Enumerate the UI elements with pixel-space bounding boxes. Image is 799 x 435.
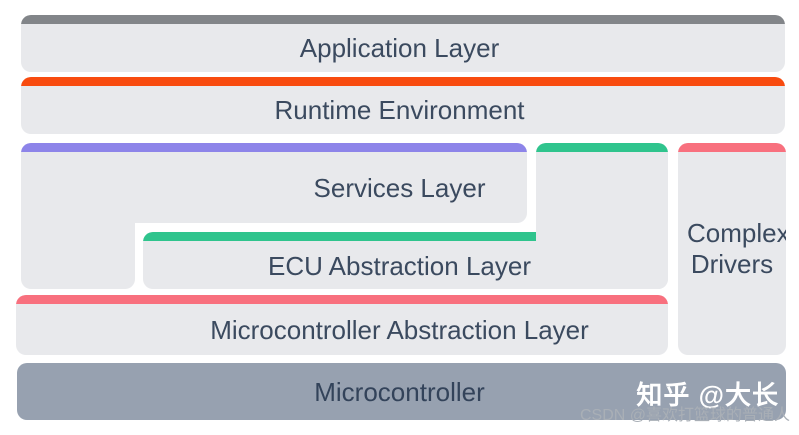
microcontroller-label: Microcontroller bbox=[314, 377, 485, 407]
application-layer-color-bar bbox=[21, 15, 785, 24]
csdn-watermark: CSDN @喜欢打篮球的普通人 bbox=[579, 407, 790, 424]
mcal-box bbox=[16, 295, 668, 355]
ecu-abstraction-right-column bbox=[536, 143, 668, 289]
runtime-environment-box bbox=[21, 77, 785, 134]
mcal-color-bar bbox=[16, 295, 668, 304]
zhihu-watermark: 知乎 @大长 bbox=[636, 380, 779, 410]
microcontroller-box bbox=[17, 363, 786, 420]
complex-drivers-label: Complex Drivers bbox=[687, 218, 786, 279]
services-layer-box bbox=[21, 143, 527, 223]
ecu-abstraction-layer-label: ECU Abstraction Layer bbox=[267, 251, 531, 281]
services-layer-color-bar bbox=[21, 143, 527, 152]
runtime-environment-color-bar bbox=[21, 77, 785, 86]
services-layer-label: Services Layer bbox=[313, 173, 486, 203]
application-layer-box bbox=[21, 15, 785, 72]
mcal-label: Microcontroller Abstraction Layer bbox=[210, 315, 589, 345]
application-layer-label: Application Layer bbox=[299, 33, 500, 63]
ecu-abstraction-column-color-bar bbox=[536, 143, 668, 152]
ecu-abstraction-color-bar bbox=[143, 232, 668, 241]
runtime-environment-label: Runtime Environment bbox=[274, 95, 525, 125]
complex-drivers-color-bar bbox=[678, 143, 786, 152]
complex-drivers-box: Complex Drivers bbox=[678, 143, 786, 355]
